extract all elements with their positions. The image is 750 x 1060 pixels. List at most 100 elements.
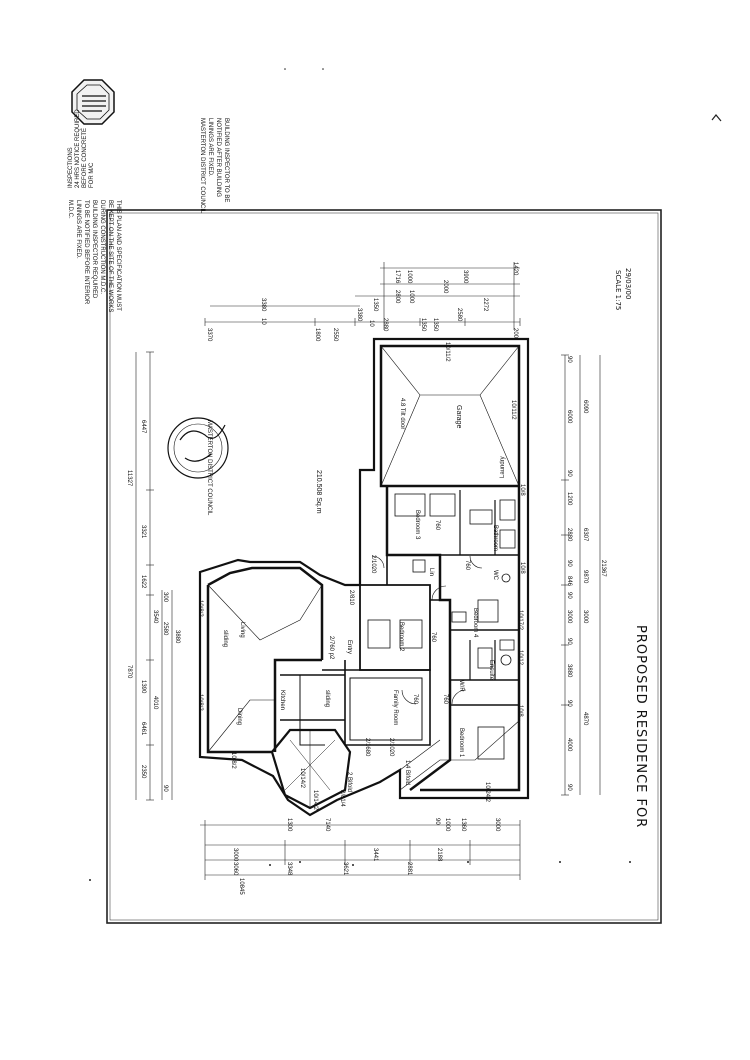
floor-area: 210.508 Sq.m bbox=[315, 470, 322, 514]
room-label-dining: Dining bbox=[236, 708, 242, 726]
stamp-line: INSPECTIONS bbox=[68, 147, 74, 188]
inspection-stamp: INSPECTIONS 24 HRS NOTICE REQUIRED BEFOR… bbox=[68, 109, 96, 188]
dim-label: 2188 bbox=[436, 848, 442, 862]
dim-label: 3321 bbox=[140, 525, 146, 539]
window-note: 10/12 bbox=[517, 650, 523, 666]
dim-label: 11327 bbox=[126, 470, 132, 487]
dim-label: 2550 bbox=[332, 328, 338, 342]
room-label-bathroom: Bathroom bbox=[492, 525, 498, 552]
window-note: 10/17/2 bbox=[517, 610, 523, 631]
dim-label: 2880 bbox=[566, 528, 572, 542]
dim-label: 3880 bbox=[174, 630, 180, 644]
dim-label: 1390 bbox=[140, 680, 146, 694]
dim-label: 3060 bbox=[232, 862, 238, 876]
dim-label: 1000 bbox=[408, 290, 414, 304]
dim-label: 90 bbox=[162, 785, 168, 792]
room-label-wir: W/R bbox=[458, 680, 464, 692]
dim-label: 2580 bbox=[456, 308, 462, 322]
dim-label: 1350 bbox=[372, 298, 378, 312]
stamp-line: FOR M/C bbox=[89, 162, 95, 188]
council-seal-label: MASTERTON DISTRICT COUNCIL bbox=[206, 420, 212, 516]
door-note: 1.4 Bifold bbox=[404, 760, 410, 786]
door-note: 2/810 bbox=[348, 590, 354, 606]
stamp-line: TO BE NOTIFIED BEFORE INTERIOR bbox=[83, 200, 89, 305]
scan-marks bbox=[89, 68, 722, 881]
door-note: 2 Bifold bbox=[346, 772, 352, 793]
dim-label: 3441 bbox=[372, 848, 378, 862]
door-note: sliding bbox=[222, 630, 228, 648]
dim-label: 3880 bbox=[566, 664, 572, 678]
dim-label: 1360 bbox=[460, 818, 466, 832]
stamp-line: THIS PLAN AND SPECIFICATION MUST bbox=[115, 200, 121, 311]
dim-label: 6307 bbox=[582, 528, 588, 542]
dim-label: 300 bbox=[162, 592, 168, 603]
room-label-bedroom-1: Bedroom 1 bbox=[458, 728, 464, 758]
door-note: 2/1020 bbox=[388, 738, 394, 757]
dim-label: 1800 bbox=[314, 328, 320, 342]
room-label-bedroom-2: Bedroom 2 bbox=[398, 622, 404, 652]
door-note: 2/1020 bbox=[370, 555, 376, 574]
dim-label: 1200 bbox=[566, 492, 572, 506]
window-note: 10/8/2 bbox=[230, 752, 236, 769]
door-size: 760 bbox=[442, 694, 448, 705]
window-note: 10/8 bbox=[519, 484, 525, 496]
building-outline bbox=[198, 337, 530, 817]
dim-label: 90 bbox=[566, 560, 572, 567]
dim-label: 9870 bbox=[582, 570, 588, 584]
dim-label: 10 bbox=[368, 320, 374, 327]
stamp-line: BUILDING INSPECTOR TO BE bbox=[223, 118, 229, 203]
octagon-stamp-icon bbox=[71, 79, 115, 125]
dim-label: 6000 bbox=[566, 410, 572, 424]
stamp-line: BEFORE CONCRETE bbox=[82, 127, 88, 188]
dim-label: 3000 bbox=[232, 848, 238, 862]
room-label-laundry: Laundry bbox=[500, 456, 506, 478]
dim-label: 3000 bbox=[494, 818, 500, 832]
stamp-line: M.D.C. bbox=[67, 200, 73, 219]
dim-label: 90 bbox=[566, 784, 572, 791]
stamp-line: BE KEPT ON THE SITE OF THE WORKS bbox=[107, 200, 113, 313]
dim-label: 6447 bbox=[140, 420, 146, 434]
dim-label: 10845 bbox=[238, 878, 244, 895]
dim-label: 2580 bbox=[162, 622, 168, 636]
stamp-line: NOTIFIED AFTER BUILDING bbox=[215, 118, 221, 198]
dim-label: 3348 bbox=[286, 862, 292, 876]
drawing-scale: SCALE 1:75 bbox=[614, 270, 622, 311]
window-note: 10/14/2 bbox=[312, 790, 318, 811]
dim-label: 3621 bbox=[342, 862, 348, 876]
room-label-bedroom-4: Bedroom 4 bbox=[472, 608, 478, 638]
council-seal bbox=[167, 417, 229, 479]
dimension-lines bbox=[135, 262, 601, 880]
dim-label: 3900 bbox=[462, 270, 468, 284]
dim-label: 2272 bbox=[482, 298, 488, 312]
dim-label: 4870 bbox=[582, 712, 588, 726]
dim-label: 1350 bbox=[420, 318, 426, 332]
stamp-line: BUILDING INSPECTOR REQUIRED bbox=[91, 200, 97, 299]
window-note: 10/11/2 bbox=[510, 400, 516, 420]
stamp-line: LININGS ARE FIXED. bbox=[207, 118, 213, 177]
room-label-kitchen: Kitchen bbox=[279, 690, 285, 711]
window-note: 10/8 bbox=[519, 562, 525, 574]
door-size: 760 bbox=[430, 632, 436, 643]
door-note: 2/1680 bbox=[364, 738, 370, 757]
inspector-stamp: BUILDING INSPECTOR TO BE NOTIFIED AFTER … bbox=[198, 118, 230, 213]
dim-label: 7870 bbox=[126, 665, 132, 679]
dim-label: 10 bbox=[260, 318, 266, 325]
door-note: 2/81/4 bbox=[339, 790, 345, 807]
door-size: 760 bbox=[464, 560, 470, 571]
dim-label: 6090 bbox=[582, 400, 588, 414]
room-label-bedroom-3: Bedroom 3 bbox=[414, 510, 420, 540]
stamp-line: LININGS ARE FIXED. bbox=[75, 200, 81, 259]
window-note: 10/14/2 bbox=[299, 768, 305, 789]
room-label-garage: Garage bbox=[455, 405, 462, 429]
window-note: 10/8/2 bbox=[197, 600, 203, 617]
garage-door-note: 4.8 Tilt door bbox=[399, 398, 405, 430]
room-label-wc: WC bbox=[492, 570, 498, 580]
dim-label: 3000 bbox=[582, 610, 588, 624]
dim-label: 846 bbox=[566, 576, 572, 587]
door-note: sliding bbox=[324, 690, 330, 708]
room-label-family: Family Room bbox=[392, 690, 398, 726]
door-size: 760 bbox=[412, 694, 418, 705]
stamp-line: DURING CONSTRUCTION M.D.C. bbox=[99, 200, 105, 294]
